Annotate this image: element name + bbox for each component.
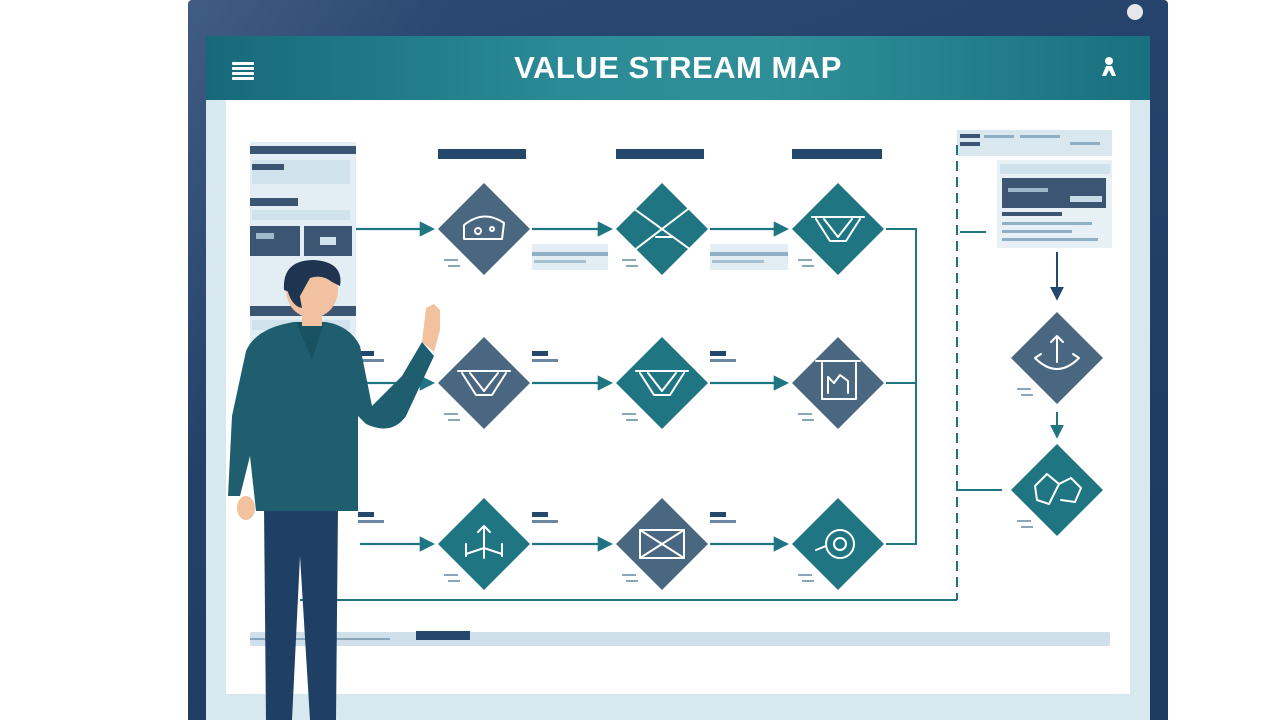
target-icon bbox=[815, 529, 855, 559]
step-metric-marks bbox=[444, 413, 460, 421]
inventory-label bbox=[532, 351, 558, 362]
process-step-diamond bbox=[616, 337, 708, 429]
user-icon bbox=[1102, 57, 1116, 76]
inventory-label bbox=[532, 512, 558, 523]
process-step-diamond bbox=[792, 183, 884, 275]
process-step-diamond bbox=[438, 337, 530, 429]
process-steps-layer bbox=[356, 183, 1103, 590]
step-metric-marks bbox=[1017, 388, 1033, 396]
step-metric-marks bbox=[798, 413, 814, 421]
hammock-icon bbox=[635, 370, 689, 396]
crossed-box-icon bbox=[639, 529, 685, 559]
hand-up-icon bbox=[1034, 335, 1080, 370]
process-step[interactable] bbox=[438, 337, 530, 429]
step-metric-marks bbox=[622, 413, 638, 421]
column-label-bar bbox=[616, 149, 704, 159]
gems-icon bbox=[1034, 473, 1082, 505]
process-step[interactable] bbox=[616, 183, 708, 275]
process-step-diamond bbox=[792, 337, 884, 429]
data-box bbox=[710, 244, 788, 270]
step-metric-marks bbox=[444, 574, 460, 582]
hammock-icon bbox=[811, 216, 865, 242]
info-card bbox=[957, 130, 1112, 248]
process-step[interactable] bbox=[616, 498, 708, 590]
branch-arrows-icon bbox=[465, 525, 503, 559]
process-step[interactable] bbox=[792, 183, 884, 275]
menu-icon bbox=[232, 58, 254, 80]
process-step-diamond bbox=[792, 498, 884, 590]
header-bar: VALUE STREAM MAP bbox=[206, 36, 1150, 100]
process-step[interactable] bbox=[792, 498, 884, 590]
cheese-icon bbox=[463, 215, 505, 240]
column-label-bar bbox=[438, 149, 526, 159]
crossed-tools-icon bbox=[625, 202, 699, 256]
hammock-icon bbox=[457, 370, 511, 396]
step-metric-marks bbox=[444, 259, 460, 267]
step-metric-marks bbox=[798, 259, 814, 267]
status-bar-marker bbox=[416, 631, 470, 640]
step-metric-marks bbox=[622, 259, 638, 267]
column-label-bar bbox=[792, 149, 882, 159]
process-step[interactable] bbox=[616, 337, 708, 429]
process-step[interactable] bbox=[1011, 444, 1103, 536]
inventory-label bbox=[358, 351, 384, 362]
process-step-diamond bbox=[438, 183, 530, 275]
row-connector bbox=[886, 228, 917, 545]
factory-icon bbox=[815, 360, 861, 400]
page-title: VALUE STREAM MAP bbox=[514, 50, 842, 85]
inventory-label bbox=[358, 512, 384, 523]
process-step[interactable] bbox=[438, 183, 530, 275]
inventory-label bbox=[710, 351, 736, 362]
process-step[interactable] bbox=[792, 337, 884, 429]
step-metric-marks bbox=[1017, 520, 1033, 528]
camera-dot bbox=[1127, 4, 1143, 20]
inventory-label bbox=[710, 512, 736, 523]
process-step[interactable] bbox=[1011, 312, 1103, 404]
menu-button[interactable] bbox=[232, 58, 256, 80]
process-step[interactable] bbox=[438, 498, 530, 590]
data-box bbox=[532, 244, 608, 270]
presenter-illustration bbox=[228, 260, 440, 720]
user-button[interactable] bbox=[1100, 56, 1122, 80]
step-metric-marks bbox=[798, 574, 814, 582]
step-metric-marks bbox=[622, 574, 638, 582]
